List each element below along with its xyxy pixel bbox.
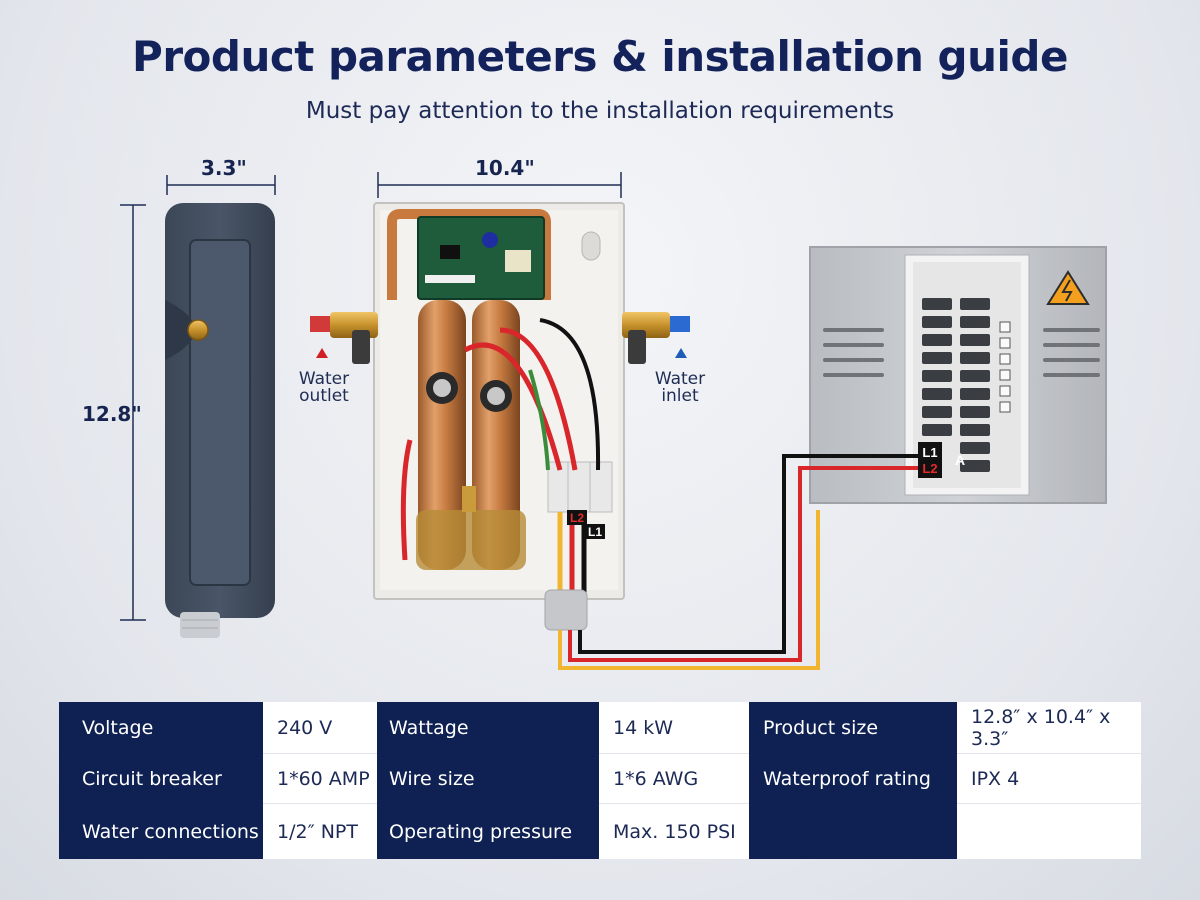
panel-l2-tag: L2 — [922, 461, 937, 476]
spec-label-waterproof-rating: Waterproof rating — [749, 754, 957, 804]
heater-front-view: L2 L1 — [373, 202, 625, 631]
depth-dimension-line — [166, 175, 276, 195]
spec-label-empty — [749, 804, 957, 859]
installation-illustration: L2 L1 — [120, 172, 1107, 670]
heater-side-view — [165, 203, 275, 638]
spec-label-voltage: Voltage — [59, 702, 263, 754]
spec-label-product-size: Product size — [749, 702, 957, 754]
inlet-fitting — [622, 312, 690, 364]
panel-l1-tag: L1 — [922, 445, 937, 460]
water-inlet-line1: Water — [654, 369, 706, 389]
spec-value-circuit-breaker: 1*60 AMP — [263, 754, 377, 804]
heater-l2-tag: L2 — [570, 511, 584, 525]
spec-label-operating-pressure: Operating pressure — [377, 804, 599, 859]
supply-wires — [558, 454, 918, 670]
heater-l1-tag: L1 — [588, 525, 602, 539]
spec-label-wattage: Wattage — [377, 702, 599, 754]
spec-value-voltage: 240 V — [263, 702, 377, 754]
outlet-arrow-icon — [316, 348, 328, 358]
spec-value-operating-pressure: Max. 150 PSI — [599, 804, 749, 859]
panel-a-label: A — [955, 452, 965, 468]
width-dimension-label: 10.4" — [475, 156, 535, 180]
spec-value-wire-size: 1*6 AWG — [599, 754, 749, 804]
water-outlet-label: Water outlet — [294, 371, 354, 405]
spec-label-wire-size: Wire size — [377, 754, 599, 804]
water-inlet-label: Water inlet — [650, 371, 710, 405]
height-dimension-label: 12.8" — [82, 402, 142, 426]
spec-value-wattage: 14 kW — [599, 702, 749, 754]
spec-value-product-size: 12.8″ x 10.4″ x 3.3″ — [957, 702, 1141, 754]
height-dimension-line — [120, 204, 146, 621]
spec-label-circuit-breaker: Circuit breaker — [59, 754, 263, 804]
outlet-fitting — [310, 312, 378, 364]
depth-dimension-label: 3.3" — [201, 156, 247, 180]
spec-value-empty — [957, 804, 1141, 859]
spec-value-waterproof-rating: IPX 4 — [957, 754, 1141, 804]
electric-warning-icon — [1046, 270, 1090, 305]
inlet-arrow-icon — [675, 348, 687, 358]
breaker-panel: L1 L2 A — [809, 246, 1107, 504]
specs-table: Voltage 240 V Wattage 14 kW Product size… — [59, 702, 1141, 859]
water-inlet-line2: inlet — [661, 386, 699, 406]
page-subtitle: Must pay attention to the installation r… — [305, 98, 895, 124]
water-outlet-line2: outlet — [299, 386, 349, 406]
spec-label-water-connections: Water connections — [59, 804, 263, 859]
spec-value-water-connections: 1/2″ NPT — [263, 804, 377, 859]
water-outlet-line1: Water — [298, 369, 350, 389]
width-dimension-line — [377, 172, 622, 198]
page-title: Product parameters & installation guide — [132, 32, 1068, 81]
